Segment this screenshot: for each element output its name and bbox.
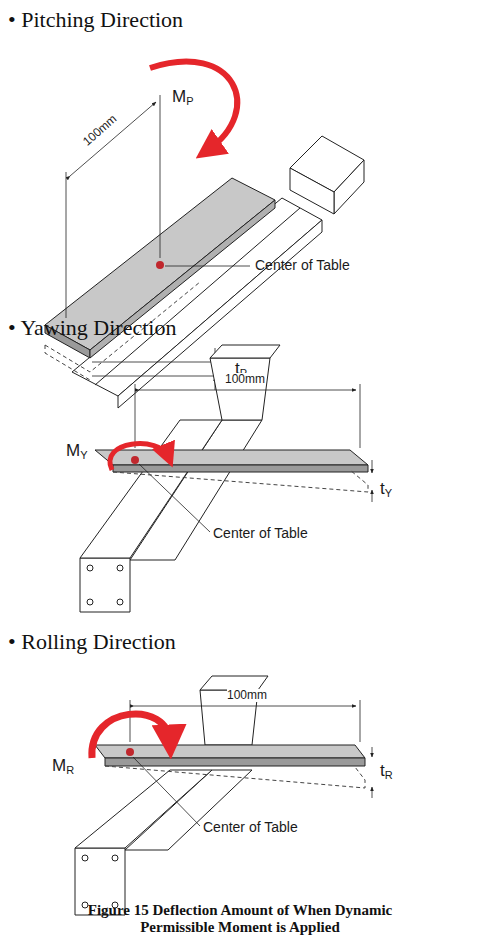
drawing-stroke bbox=[66, 172, 67, 318]
section-heading: • Rolling Direction bbox=[8, 630, 176, 654]
moment-arrow bbox=[110, 444, 168, 470]
drawing-stroke bbox=[210, 358, 270, 420]
drawing-stroke bbox=[130, 700, 131, 742]
callout-label: Center of Table bbox=[255, 258, 350, 273]
moment-symbol: MR bbox=[52, 757, 74, 776]
dimension: 100mm bbox=[227, 689, 267, 702]
drawing-stroke bbox=[105, 766, 365, 788]
moment-symbol: MY bbox=[66, 442, 88, 461]
deflection-symbol: tY bbox=[380, 480, 392, 499]
drawing-stroke bbox=[130, 700, 372, 826]
section-heading: • Pitching Direction bbox=[8, 8, 183, 32]
drawing-stroke bbox=[92, 362, 230, 363]
drawing-stroke bbox=[372, 490, 373, 502]
moment-symbol: MP bbox=[172, 88, 194, 107]
drawing-stroke bbox=[372, 460, 373, 473]
marker-dot bbox=[117, 599, 123, 605]
drawing-stroke bbox=[135, 384, 136, 448]
drawing-stroke bbox=[372, 747, 373, 757]
marker-dot bbox=[112, 855, 118, 861]
callout-label: Center of Table bbox=[203, 820, 298, 835]
drawing-stroke bbox=[134, 706, 356, 707]
drawing-stroke bbox=[139, 464, 210, 532]
drawing-stroke bbox=[160, 95, 161, 258]
drawing-stroke bbox=[113, 470, 368, 492]
drawing-stroke bbox=[200, 676, 268, 690]
moment-arrow bbox=[150, 62, 237, 150]
drawing-stroke bbox=[80, 420, 222, 558]
marker-dot bbox=[82, 855, 88, 861]
drawing-stroke bbox=[133, 757, 200, 826]
drawing-stroke bbox=[95, 450, 368, 465]
drawing-stroke bbox=[75, 676, 268, 915]
callout-label: Center of Table bbox=[213, 526, 308, 541]
drawing-stroke bbox=[360, 700, 361, 742]
drawing-stroke bbox=[139, 390, 356, 391]
drawing-stroke bbox=[135, 384, 372, 532]
drawing-stroke bbox=[165, 266, 250, 267]
marker-dot bbox=[87, 599, 93, 605]
drawing-stroke bbox=[45, 345, 90, 380]
drawing-stroke bbox=[290, 168, 334, 214]
drawing-stroke bbox=[75, 770, 212, 848]
dimension: 100mm bbox=[81, 112, 120, 148]
drawing-stroke bbox=[360, 384, 361, 448]
marker-dot bbox=[117, 565, 123, 571]
drawing-stroke bbox=[95, 745, 365, 758]
marker-dot bbox=[87, 565, 93, 571]
section-heading: • Yawing Direction bbox=[8, 316, 176, 340]
drawing-stroke bbox=[334, 160, 364, 214]
marker-dot bbox=[131, 456, 139, 464]
drawing-stroke bbox=[80, 345, 280, 612]
moment-arrow bbox=[92, 714, 170, 758]
marker-dot bbox=[156, 261, 164, 269]
drawing-stroke bbox=[105, 758, 365, 766]
marker-dot bbox=[82, 902, 88, 908]
drawing-stroke bbox=[92, 376, 230, 377]
drawing-stroke bbox=[372, 787, 373, 798]
drawing-stroke bbox=[70, 102, 156, 176]
deflection-symbol: tR bbox=[380, 762, 393, 781]
dimension: 100mm bbox=[225, 373, 265, 386]
marker-dot bbox=[126, 748, 134, 756]
drawing-stroke bbox=[210, 345, 280, 358]
drawing-stroke bbox=[113, 465, 368, 472]
figure-caption: Figure 15 Deflection Amount of When Dyna… bbox=[55, 902, 425, 937]
drawing-stroke bbox=[80, 558, 130, 612]
